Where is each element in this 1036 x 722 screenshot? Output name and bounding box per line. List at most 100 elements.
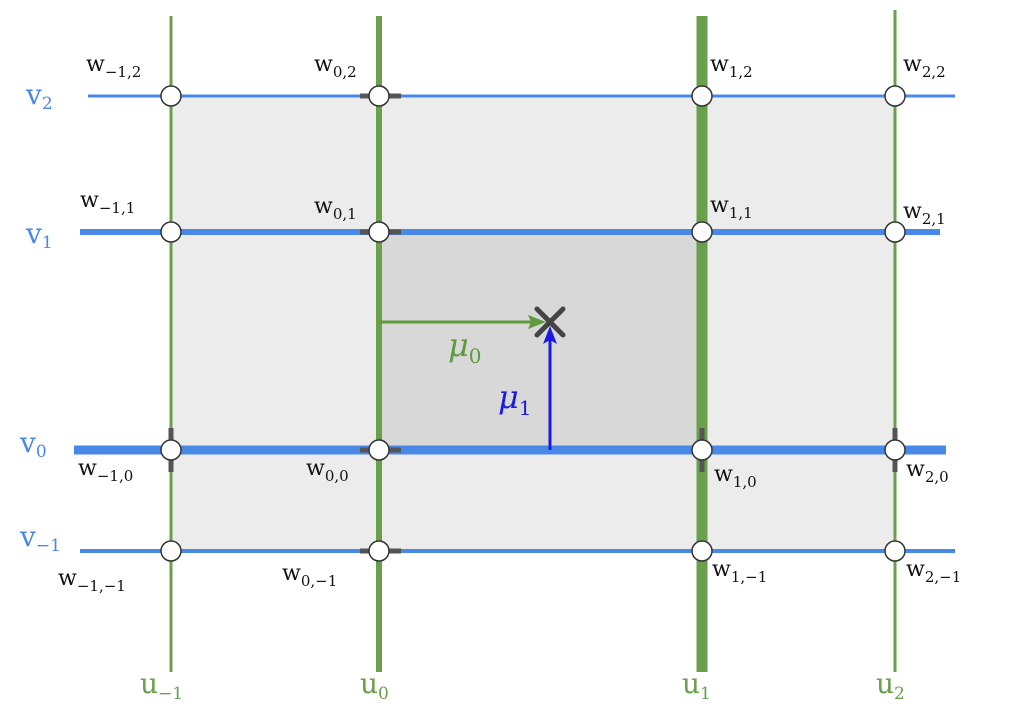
- node: [368, 221, 390, 243]
- mu0-base: μ: [448, 326, 469, 364]
- v-label-sub: 2: [42, 94, 53, 114]
- w-label: w−1,−1: [58, 566, 126, 595]
- node: [368, 85, 390, 107]
- w-label-sub: −1,1: [99, 199, 135, 217]
- node: [884, 540, 906, 562]
- w-label-sub: 2,−1: [925, 568, 961, 586]
- w-label-sub: 0,0: [325, 467, 349, 485]
- u-label-sub: 0: [378, 684, 389, 704]
- w-label-sub: 0,−1: [301, 572, 337, 590]
- node: [160, 540, 182, 562]
- w-label-base: w: [903, 52, 922, 77]
- w-label: w0,0: [306, 456, 349, 485]
- u-label-sub: −1: [158, 684, 183, 704]
- v-label-0: v0: [19, 426, 47, 462]
- v-label-1: v1: [25, 217, 53, 253]
- mu1-arrow-head: [543, 326, 557, 344]
- u-knot-labels: u−1 u0 u1 u2: [140, 667, 905, 704]
- w-label: w0,−1: [282, 561, 337, 590]
- v-label-base: v: [25, 78, 42, 111]
- w-label-sub: −1,0: [97, 467, 133, 485]
- node: [691, 540, 713, 562]
- control-point-labels: w−1,2 w0,2 w1,2 w2,2 w−1,1 w0,1 w1,1 w2,…: [58, 52, 961, 595]
- w-label-base: w: [714, 462, 733, 487]
- w-label-sub: −1,−1: [77, 577, 126, 595]
- node: [160, 85, 182, 107]
- w-label: w1,1: [710, 193, 753, 222]
- w-label-base: w: [710, 52, 729, 77]
- w-label: w−1,0: [78, 456, 133, 485]
- u-label-base: u: [876, 667, 894, 700]
- inner-shaded-cell: [379, 232, 702, 450]
- w-label-base: w: [282, 561, 301, 586]
- w-label-base: w: [86, 52, 105, 77]
- w-label-sub: 2,0: [925, 468, 949, 486]
- w-label: w2,0: [906, 457, 949, 486]
- control-point-nodes: [160, 85, 906, 562]
- u-label-minus-1: u−1: [140, 667, 183, 704]
- w-label-base: w: [710, 193, 729, 218]
- v-label-base: v: [19, 520, 36, 553]
- w-label: w2,2: [903, 52, 946, 81]
- mu1-base: μ: [498, 378, 519, 416]
- w-label-sub: 1,2: [729, 63, 753, 81]
- w-label-base: w: [80, 188, 99, 213]
- w-label: w1,2: [710, 52, 753, 81]
- w-label: w−1,2: [86, 52, 141, 81]
- v-knot-labels: v2 v1 v0 v−1: [19, 78, 61, 556]
- u-label-base: u: [682, 667, 700, 700]
- w-label: w2,1: [903, 199, 946, 228]
- mu1-arrow: [543, 326, 557, 450]
- w-label-base: w: [58, 566, 77, 591]
- w-label-base: w: [906, 557, 925, 582]
- w-label-base: w: [314, 194, 333, 219]
- w-label-sub: 1,−1: [731, 568, 767, 586]
- v-label-sub: 1: [42, 233, 53, 253]
- w-label-sub: −1,2: [105, 63, 141, 81]
- cross-stroke: [534, 306, 566, 338]
- w-label-base: w: [712, 557, 731, 582]
- v-label-base: v: [19, 426, 36, 459]
- node: [884, 221, 906, 243]
- mu0-label: μ0: [448, 326, 482, 368]
- w-label-base: w: [78, 456, 97, 481]
- w-label-sub: 2,2: [922, 63, 946, 81]
- u-label-base: u: [140, 667, 158, 700]
- v-label-base: v: [25, 217, 42, 250]
- u-label-sub: 2: [894, 684, 905, 704]
- w-label: w0,2: [314, 52, 357, 81]
- node: [884, 85, 906, 107]
- v-label-minus-1: v−1: [19, 520, 61, 556]
- w-label: w2,−1: [906, 557, 961, 586]
- node: [691, 85, 713, 107]
- w-label-sub: 0,2: [333, 63, 357, 81]
- w-label: w0,1: [314, 194, 357, 223]
- v-knot-lines: [74, 94, 955, 553]
- node: [160, 221, 182, 243]
- evaluation-point-cross-icon: [534, 306, 566, 338]
- w-label-base: w: [306, 456, 325, 481]
- w-label-sub: 2,1: [922, 210, 946, 228]
- v-label-sub: −1: [36, 536, 61, 556]
- u-label-2: u2: [876, 667, 905, 704]
- v-label-sub: 0: [36, 442, 47, 462]
- u-label-base: u: [360, 667, 378, 700]
- u-label-0: u0: [360, 667, 389, 704]
- u-label-sub: 1: [700, 684, 711, 704]
- w-label-sub: 1,0: [733, 473, 757, 491]
- node: [691, 221, 713, 243]
- node: [368, 540, 390, 562]
- mu0-arrow-head: [528, 315, 546, 329]
- u-label-1: u1: [682, 667, 711, 704]
- w-label-base: w: [903, 199, 922, 224]
- node: [691, 439, 713, 461]
- node: [884, 439, 906, 461]
- mu0-arrow: [379, 315, 546, 329]
- w-label: w1,−1: [712, 557, 767, 586]
- w-label: w1,0: [714, 462, 757, 491]
- mu0-sub: 0: [469, 344, 482, 368]
- mu1-label: μ1: [498, 378, 532, 420]
- w-label: w−1,1: [80, 188, 135, 217]
- v-label-2: v2: [25, 78, 53, 114]
